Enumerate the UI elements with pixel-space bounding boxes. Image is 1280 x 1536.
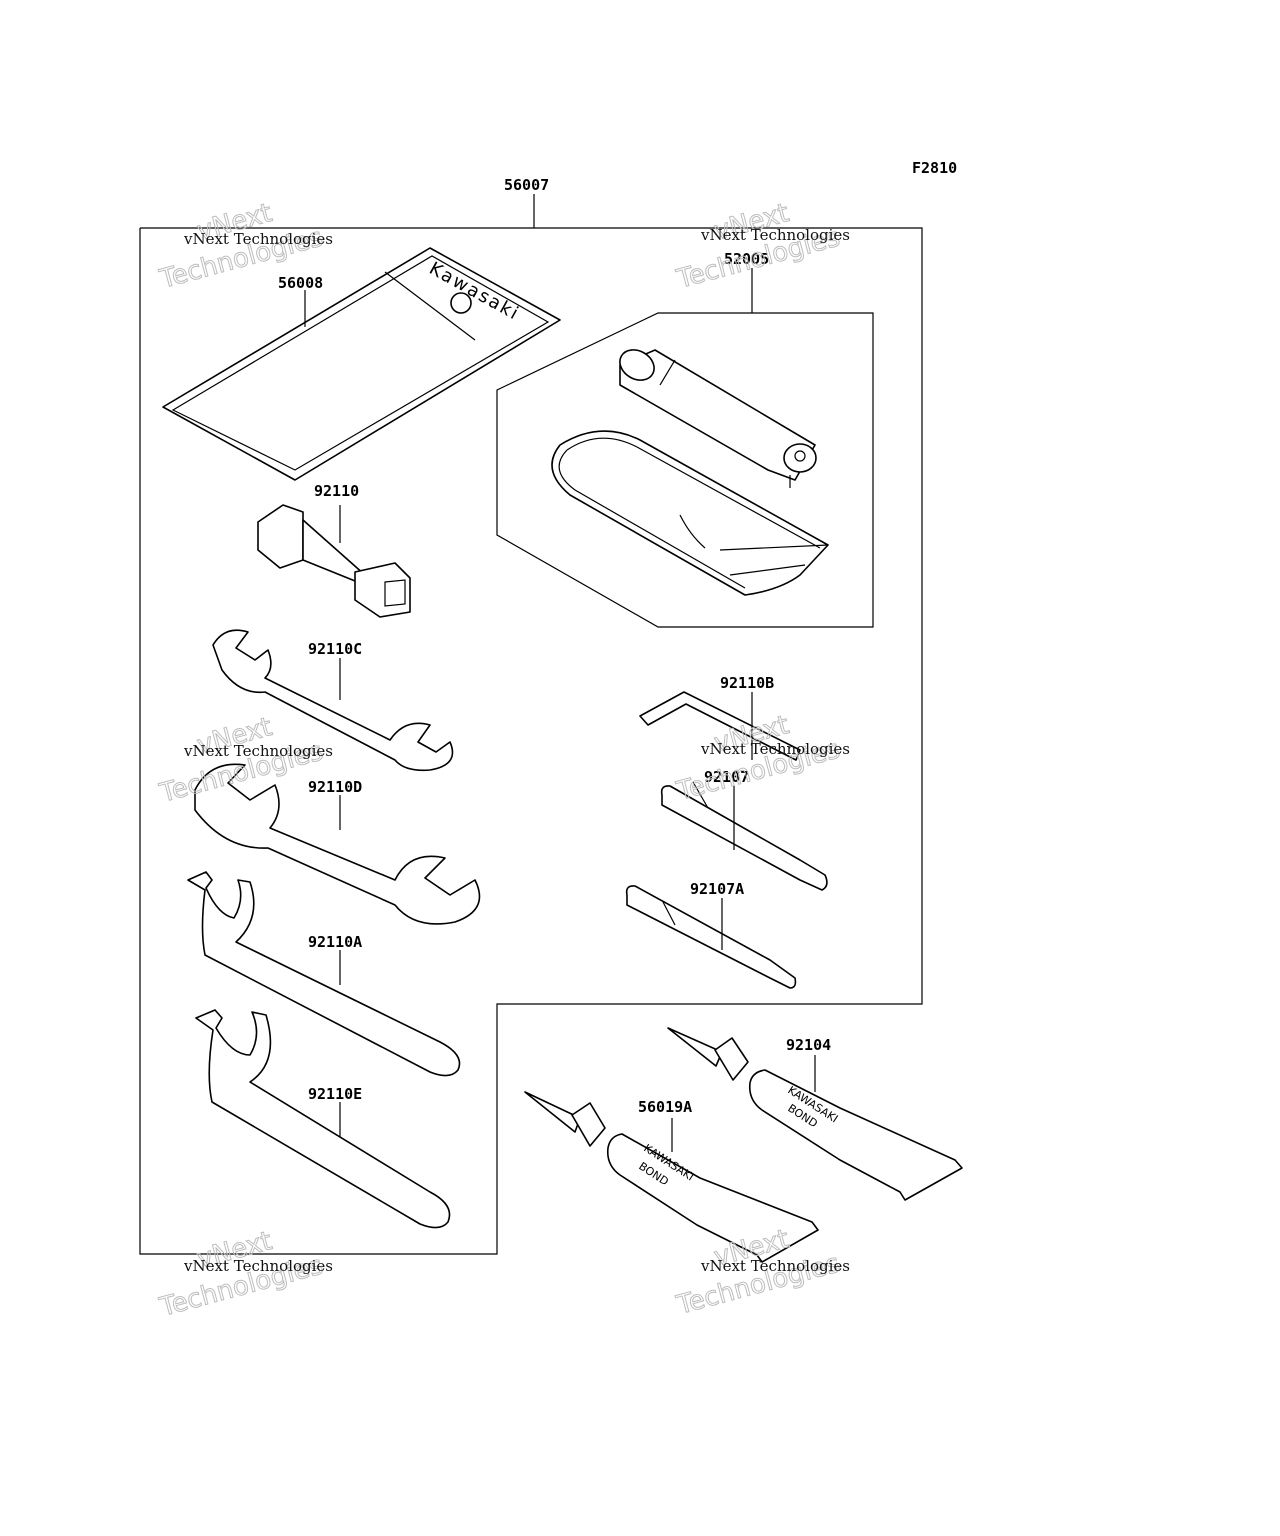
watermark: vNext Technologies vNext Technologies: [156, 1226, 333, 1324]
svg-text:vNext Technologies: vNext Technologies: [183, 230, 333, 248]
part-label-56019a: 56019A: [638, 1098, 692, 1116]
svg-text:vNext Technologies: vNext Technologies: [700, 1257, 850, 1275]
watermark: vNext Technologies vNext Technologies: [673, 198, 850, 296]
wrench-large: [194, 763, 481, 925]
kit-frame: [139, 194, 923, 1255]
part-label-92107a: 92107A: [690, 880, 744, 898]
wrench-small: [212, 629, 454, 772]
part-label-92110a: 92110A: [308, 933, 362, 951]
part-label-92110e: 92110E: [308, 1085, 362, 1103]
part-label-92104: 92104: [786, 1036, 831, 1054]
screwdriver-a: [625, 885, 797, 989]
hook-wrench-e: [195, 1009, 451, 1229]
svg-text:vNext Technologies: vNext Technologies: [700, 226, 850, 244]
plug-wrench: [257, 504, 411, 618]
watermark: vNext Technologies vNext Technologies: [156, 712, 333, 810]
part-label-92110b: 92110B: [720, 674, 774, 692]
hex-key: [639, 691, 801, 761]
part-label-52005: 52005: [724, 250, 769, 268]
hook-wrench-a: [187, 871, 461, 1077]
figure-code: F2810: [912, 159, 957, 177]
part-label-92110d: 92110D: [308, 778, 362, 796]
watermark: vNext Technologies vNext Technologies: [673, 1224, 850, 1322]
air-pump: [619, 349, 817, 488]
screwdriver: [660, 781, 828, 891]
watermark: vNext Technologies vNext Technologies: [673, 710, 850, 808]
part-label-92107: 92107: [704, 768, 749, 786]
pump-pouch: [551, 430, 829, 596]
svg-text:vNext Technologies: vNext Technologies: [700, 740, 850, 758]
svg-text:vNext Technologies: vNext Technologies: [183, 742, 333, 760]
part-label-56007: 56007: [504, 176, 549, 194]
part-label-92110: 92110: [314, 482, 359, 500]
part-label-56008: 56008: [278, 274, 323, 292]
svg-text:vNext Technologies: vNext Technologies: [183, 1257, 333, 1275]
pump-kit-frame: [496, 268, 874, 628]
part-label-92110c: 92110C: [308, 640, 362, 658]
tool-bag: Kawasaki: [162, 247, 561, 481]
